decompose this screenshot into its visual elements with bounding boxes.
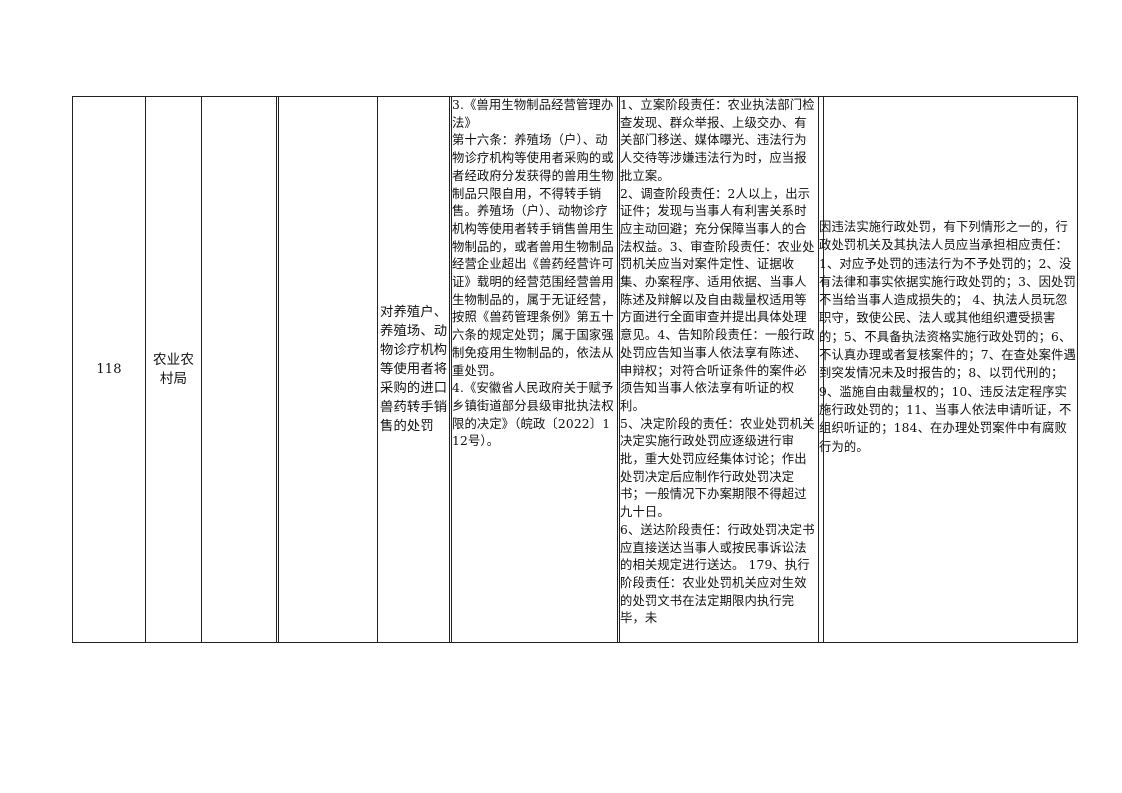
- legal-basis: 3.《兽用生物制品经营管理办法》 第十六条：养殖场（户）、动物诊疗机构等使用者采…: [452, 98, 614, 449]
- column-divider-5: [377, 96, 378, 643]
- column-divider-8: [617, 96, 618, 643]
- column-divider-2: [201, 96, 202, 643]
- column-divider-6: [449, 96, 450, 643]
- accountability-column-border: [818, 96, 1078, 643]
- column-divider-7: [451, 96, 452, 643]
- responsibilities: 1、立案阶段责任：农业执法部门检查发现、群众举报、上级交办、有关部门移送、媒体曝…: [620, 98, 815, 626]
- column-divider-3: [276, 96, 277, 643]
- row-number: 118: [96, 361, 122, 377]
- department-name: 农业农 村局: [153, 351, 194, 387]
- column-divider-4: [278, 96, 279, 643]
- accountability: 因违法实施行政处罚，有下列情形之一的，行政处罚机关及其执法人员应当承担相应责任：…: [819, 220, 1076, 454]
- table-frame: [72, 96, 824, 643]
- item-name-text: 对养殖户、养殖场、动物诊疗机构等使用者将采购的进口兽药转手销售的处罚: [380, 305, 448, 434]
- column-divider-9: [619, 96, 620, 643]
- item-name: 对养殖户、养殖场、动物诊疗机构等使用者将采购的进口兽药转手销售的处罚: [378, 97, 449, 642]
- column-divider-1: [145, 96, 146, 643]
